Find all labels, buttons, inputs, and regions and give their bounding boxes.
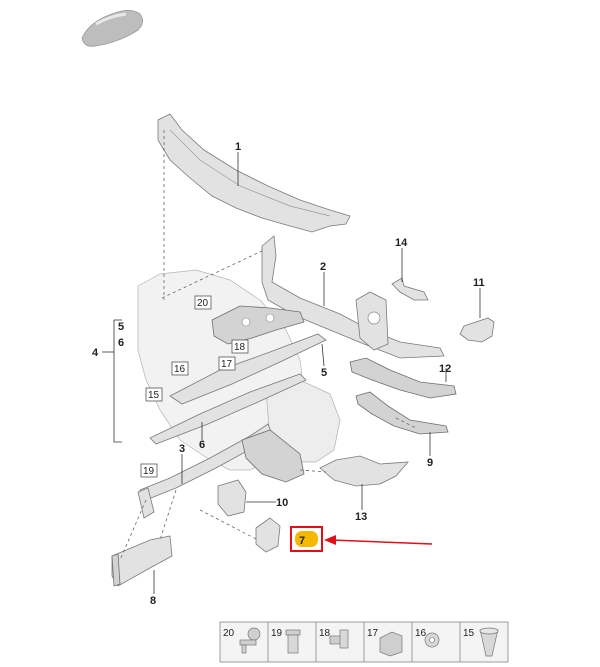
legend-label-18: 18 xyxy=(319,628,331,639)
callout-14: 14 xyxy=(395,237,408,249)
part-5-upper-rail xyxy=(149,333,327,445)
callout-1: 1 xyxy=(235,141,241,153)
fastener-19-icon xyxy=(285,629,301,654)
boxed-callout-15: 15 xyxy=(145,387,163,402)
svg-text:7: 7 xyxy=(299,535,305,547)
boxed-callout-17: 17 xyxy=(218,356,236,371)
callout-12: 12 xyxy=(439,363,451,375)
callout-13: 13 xyxy=(355,511,367,523)
callout-5-bracket: 5 xyxy=(118,321,124,333)
car-silhouette-icon xyxy=(81,10,143,47)
part-7-bracket xyxy=(255,517,281,553)
svg-text:17: 17 xyxy=(221,359,233,370)
part-bracket-upper xyxy=(211,305,305,345)
part-8-crash-box xyxy=(111,535,173,587)
fastener-18-icon xyxy=(329,629,349,649)
legend-label-15: 15 xyxy=(463,628,475,639)
part-1-cowl-panel xyxy=(157,113,351,233)
part-13-reinforcement xyxy=(319,455,409,487)
svg-text:18: 18 xyxy=(234,342,246,353)
legend-label-20: 20 xyxy=(223,628,235,639)
highlight-callout-7: 7 xyxy=(290,526,323,552)
svg-text:16: 16 xyxy=(174,364,186,375)
fastener-17-icon xyxy=(379,631,403,657)
boxed-callout-16: 16 xyxy=(171,361,189,376)
callout-10: 10 xyxy=(276,497,288,509)
part-12-wheelhouse-panel xyxy=(349,357,457,399)
callout-5: 5 xyxy=(321,367,327,379)
callout-8: 8 xyxy=(150,595,156,607)
svg-text:19: 19 xyxy=(143,466,155,477)
legend-label-16: 16 xyxy=(415,628,427,639)
callout-3: 3 xyxy=(179,443,185,455)
part-9-wheelhouse-panel xyxy=(355,391,449,435)
boxed-callout-20: 20 xyxy=(194,295,212,310)
highlight-arrow xyxy=(324,535,433,545)
part-14-bracket xyxy=(391,277,429,301)
fastener-15-icon xyxy=(479,627,499,657)
fastener-legend: 20 19 18 17 16 15 xyxy=(219,621,509,663)
svg-text:15: 15 xyxy=(148,390,160,401)
fastener-20-icon xyxy=(239,627,261,654)
part-10-bracket xyxy=(217,479,247,517)
part-11-bracket xyxy=(459,317,495,343)
legend-label-17: 17 xyxy=(367,628,379,639)
callout-6: 6 xyxy=(199,439,205,451)
part-3-longitudinal-member xyxy=(137,423,305,519)
fastener-16-icon xyxy=(424,632,440,648)
callout-11: 11 xyxy=(473,277,485,289)
boxed-callout-19: 19 xyxy=(140,463,158,478)
callout-4: 4 xyxy=(92,347,99,359)
svg-text:20: 20 xyxy=(197,298,209,309)
legend-label-19: 19 xyxy=(271,628,283,639)
leader-lines xyxy=(102,152,481,594)
assembly-lines xyxy=(119,130,417,561)
callout-2: 2 xyxy=(320,261,326,273)
boxed-callout-18: 18 xyxy=(231,339,249,354)
callout-9: 9 xyxy=(427,457,433,469)
callout-6-bracket: 6 xyxy=(118,337,124,349)
